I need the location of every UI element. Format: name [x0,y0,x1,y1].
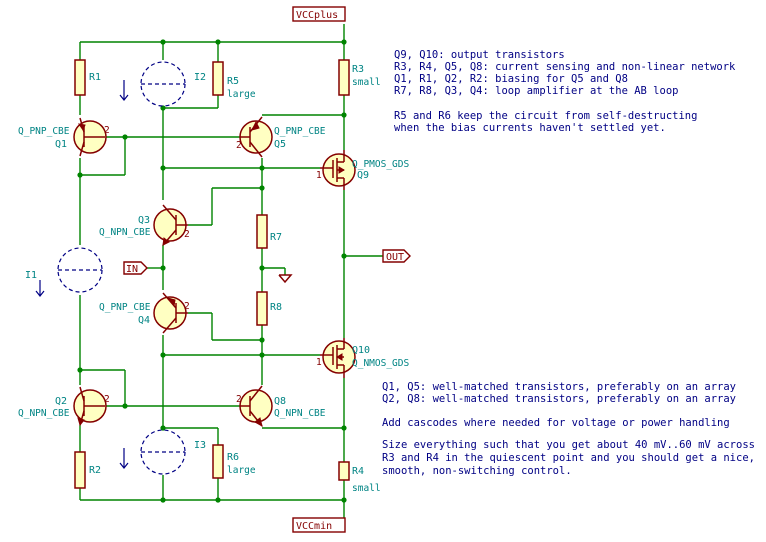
resistor-R1: R1 [74,59,101,96]
label-Q5: Q5 [274,139,286,150]
value-Q8: Q_NPN_CBE [274,408,326,419]
resistor-R3: R3 small [338,59,381,96]
net-label-vccplus: VCCplus [292,6,346,22]
pin-Q4-2: 2 [184,301,190,312]
value-R3: small [352,77,381,88]
label-Q10: Q10 [352,345,370,356]
note-line: Q9, Q10: output transistors [394,49,565,61]
current-source-I2: I2 [119,61,206,107]
value-R5: large [227,89,256,100]
label-R8: R8 [270,302,282,313]
transistor-Q3: 2 Q3 Q_NPN_CBE [99,204,190,246]
note-line: Q2, Q8: well-matched transistors, prefer… [382,393,736,405]
transistor-Q5: 2 Q_PNP_CBE Q5 [236,116,326,158]
label-I2: I2 [194,72,206,83]
value-Q10: Q_NMOS_GDS [352,358,409,369]
resistor-R7: R7 [256,214,282,249]
resistor-R2: R2 [74,451,101,489]
resistor-R6: R6 large [212,444,256,479]
resistor-R8: R8 [256,291,282,326]
value-Q9: Q_PMOS_GDS [352,159,409,170]
pin-Q3-2: 2 [184,229,190,240]
vccplus-text: VCCplus [296,10,338,21]
transistor-Q8: 2 Q8 Q_NPN_CBE [236,385,326,428]
net-label-out: OUT [382,249,411,263]
ground-icon [278,274,293,284]
label-Q2: Q2 [55,396,67,407]
pin-Q8-2: 2 [236,394,242,405]
label-R4: R4 [352,466,364,477]
note-line: R7, R8, Q3, Q4: loop amplifier at the AB… [394,85,678,97]
notes-top: Q9, Q10: output transistors R3, R4, Q5, … [394,49,736,134]
net-label-vccmin: VCCmin [292,517,346,533]
wires [79,24,383,518]
transistor-Q10: 1 Q10 Q_NMOS_GDS [316,338,409,378]
pin-Q10-1: 1 [316,357,322,368]
out-text: OUT [386,252,404,263]
resistor-R4: R4 small [338,461,381,494]
value-Q1: Q_PNP_CBE [18,126,70,137]
pin-Q2-2: 2 [104,394,110,405]
pin-Q5-2: 2 [236,140,242,151]
note-line: Size everything such that you get about … [382,439,755,451]
notes-bottom: Q1, Q5: well-matched transistors, prefer… [382,381,755,477]
note-line: R3, R4, Q5, Q8: current sensing and non-… [394,61,736,73]
value-Q2: Q_NPN_CBE [18,408,70,419]
net-label-in: IN [123,261,148,275]
transistor-Q9: 1 Q_PMOS_GDS Q9 [316,150,409,190]
in-text: IN [126,264,138,275]
pin-Q1-2: 2 [104,125,110,136]
label-R2: R2 [89,465,101,476]
note-line: Add cascodes where needed for voltage or… [382,417,730,429]
value-R4: small [352,483,381,494]
junctions [77,39,347,503]
label-I3: I3 [194,440,206,451]
current-source-I3: I3 [119,429,206,475]
label-Q4: Q4 [138,315,150,326]
label-Q3: Q3 [138,215,150,226]
value-Q3: Q_NPN_CBE [99,227,151,238]
value-Q5: Q_PNP_CBE [274,126,326,137]
current-source-I1: I1 [25,247,103,297]
note-line: Q1, R1, Q2, R2: biasing for Q5 and Q8 [394,73,628,85]
transistor-Q4: 2 Q_PNP_CBE Q4 [99,292,190,334]
value-R6: large [227,465,256,476]
vccmin-text: VCCmin [296,521,332,532]
transistor-Q1: 2 Q_PNP_CBE Q1 [18,117,110,157]
resistor-R5: R5 large [212,61,256,100]
note-line: R3 and R4 in the quiescent point and you… [382,452,755,464]
label-I1: I1 [25,270,37,281]
note-line: when the bias currents haven't settled y… [394,122,666,134]
label-R1: R1 [89,72,101,83]
pin-Q9-1: 1 [316,170,322,181]
note-line: Q1, Q5: well-matched transistors, prefer… [382,381,736,393]
label-Q8: Q8 [274,396,286,407]
label-R7: R7 [270,232,282,243]
label-R6: R6 [227,452,239,463]
label-Q9: Q9 [357,170,369,181]
label-R5: R5 [227,76,239,87]
value-Q4: Q_PNP_CBE [99,302,151,313]
transistor-Q2: 2 Q2 Q_NPN_CBE [18,386,110,427]
label-Q1: Q1 [55,139,67,150]
label-R3: R3 [352,64,364,75]
note-line: R5 and R6 keep the circuit from self-des… [394,110,697,122]
note-line: smooth, non-switching control. [382,465,572,477]
